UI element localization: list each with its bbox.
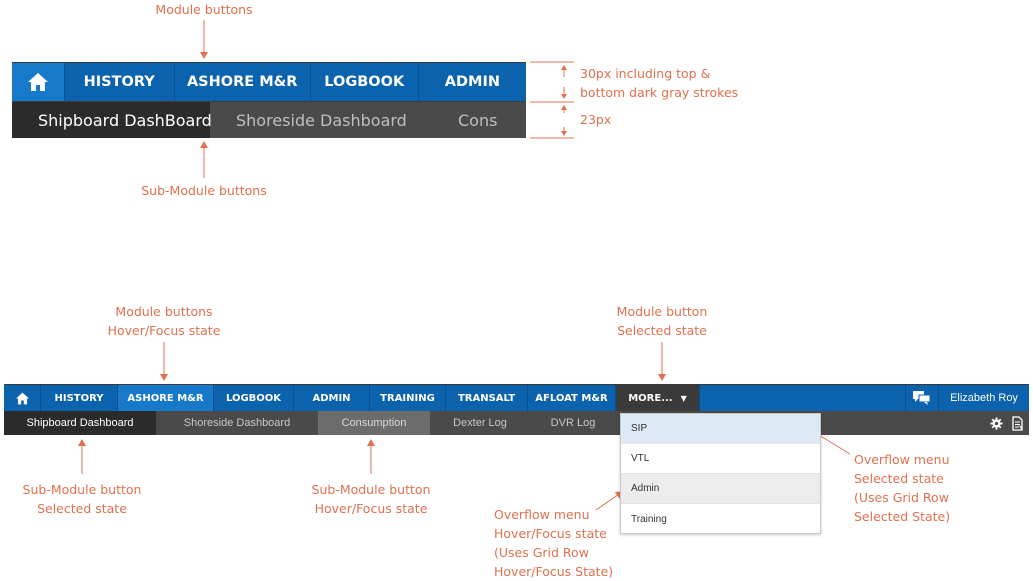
large-sub-shipboard[interactable]: Shipboard DashBoard [12,102,212,138]
module-bar-spacer [700,385,905,411]
annotation-module-selected-1: Module button [616,304,708,319]
large-module-ashore[interactable]: ASHORE M&R [173,63,310,101]
overflow-menu: SIP VTL Admin Training [620,413,821,534]
module-afloat[interactable]: AFLOAT M&R [528,385,616,411]
module-transalt[interactable]: TRANSALT [446,385,528,411]
annotation-sub-hover-1: Sub-Module button [311,482,431,497]
home-button[interactable] [4,385,41,411]
large-sub-shoreside[interactable]: Shoreside Dashboard [236,110,407,130]
large-module-admin[interactable]: ADMIN [417,63,526,101]
chat-icon [913,391,931,405]
document-icon [1012,415,1023,431]
home-icon [27,73,48,91]
annotation-submodule-buttons: Sub-Module buttons [141,183,267,198]
home-icon [15,392,29,404]
module-training[interactable]: TRAINING [370,385,446,411]
annotation-menu-selected-3: (Uses Grid Row [854,490,949,505]
annotation-module-selected-2: Selected state [617,323,707,338]
overflow-item-training[interactable]: Training [631,513,667,525]
dimension-label-top: 30px including top & [580,66,711,81]
annotation-menu-hover-2: Hover/Focus state [494,526,607,541]
annotation-sub-selected-2: Selected state [37,501,127,516]
sub-consumption[interactable]: Consumption [318,411,430,435]
module-history[interactable]: HISTORY [41,385,118,411]
caret-down-icon: ▼ [680,393,687,403]
user-name[interactable]: Elizabeth Roy [938,385,1029,411]
overflow-item-admin[interactable]: Admin [621,474,820,504]
annotation-menu-hover-1: Overflow menu [494,507,590,522]
module-logbook[interactable]: LOGBOOK [214,385,294,411]
annotation-module-hover-2: Hover/Focus state [107,323,221,338]
dimension-label-top-2: bottom dark gray strokes [580,85,739,100]
annotation-sub-selected-1: Sub-Module button [22,482,142,497]
annotation-menu-selected-2: Selected state [854,471,944,486]
large-module-logbook[interactable]: LOGBOOK [309,63,418,101]
large-home-button[interactable] [12,63,64,101]
module-admin[interactable]: ADMIN [294,385,370,411]
sub-dexter-log[interactable]: Dexter Log [453,417,507,429]
annotation-menu-hover-3: (Uses Grid Row [494,545,589,560]
document-button[interactable] [1007,411,1029,435]
annotation-menu-hover-4: Hover/Focus State) [494,564,614,579]
gear-icon [989,416,1003,430]
arrow-menu-hover [595,491,623,511]
large-submodule-bar: Shipboard DashBoard Shoreside Dashboard … [12,102,526,138]
annotation-sub-hover-2: Hover/Focus state [314,501,428,516]
dimension-markers [530,61,574,139]
sub-shoreside[interactable]: Shoreside Dashboard [183,417,291,429]
large-sub-cons[interactable]: Cons [458,110,498,130]
annotation-module-hover-1: Module buttons [115,304,213,319]
overflow-item-sip[interactable]: SIP [621,414,820,444]
submodule-bar: Shipboard Dashboard Shoreside Dashboard … [4,411,1029,435]
overflow-item-vtl[interactable]: VTL [621,444,820,474]
annotation-module-buttons: Module buttons [155,2,253,17]
module-ashore[interactable]: ASHORE M&R [118,385,214,411]
annotation-menu-selected-4: Selected State) [854,509,951,524]
sub-shipboard[interactable]: Shipboard Dashboard [4,411,156,435]
chat-button[interactable] [905,385,938,411]
settings-button[interactable] [985,411,1007,435]
module-more-button[interactable]: MORE... ▼ [616,385,700,411]
annotation-menu-selected-1: Overflow menu [854,452,950,467]
large-module-bar: HISTORY ASHORE M&R LOGBOOK ADMIN [12,62,526,102]
large-module-history[interactable]: HISTORY [63,63,174,101]
module-bar: HISTORY ASHORE M&R LOGBOOK ADMIN TRAININ… [4,384,1029,411]
more-label: MORE... [628,392,673,404]
sub-dvr-log[interactable]: DVR Log [550,417,596,429]
dimension-label-bottom: 23px [580,112,612,127]
